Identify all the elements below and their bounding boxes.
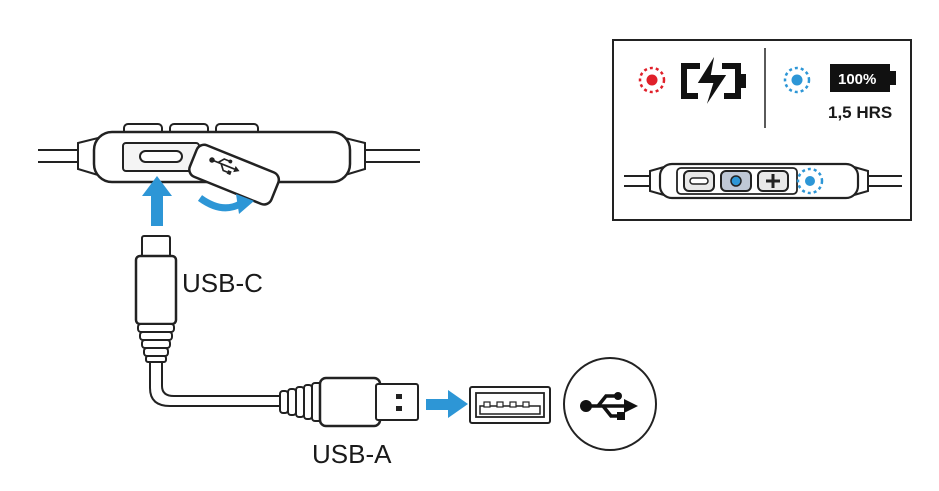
plus-icon — [766, 174, 780, 188]
battery-percent: 100% — [838, 71, 876, 88]
usb-a-plug — [279, 376, 419, 428]
mini-remote — [624, 162, 902, 200]
insert-arrow — [142, 176, 172, 226]
charging-icon — [681, 51, 746, 111]
playtime-label: 1,5 HRS — [828, 103, 892, 122]
usb-symbol-icon — [209, 157, 240, 176]
usb-c-port — [139, 150, 183, 163]
blue-led-indicator — [783, 66, 811, 94]
battery-full-icon — [830, 64, 896, 92]
usb-c-label: USB-C — [182, 268, 263, 298]
remote-led-indicator — [796, 167, 824, 195]
status-panel: 100% 1,5 HRS — [612, 39, 912, 221]
inline-remote — [38, 123, 420, 206]
plug-in-arrow — [426, 390, 468, 418]
usb-symbol-circle — [563, 357, 657, 451]
flap-open-arrow — [197, 194, 254, 214]
usb-a-port — [469, 386, 551, 424]
usb-c-plug — [134, 235, 178, 363]
charging-cable — [149, 362, 282, 407]
minus-icon — [689, 177, 709, 185]
usb-a-label: USB-A — [312, 439, 392, 469]
red-led-indicator — [638, 66, 666, 94]
usb-symbol-icon — [580, 392, 638, 420]
